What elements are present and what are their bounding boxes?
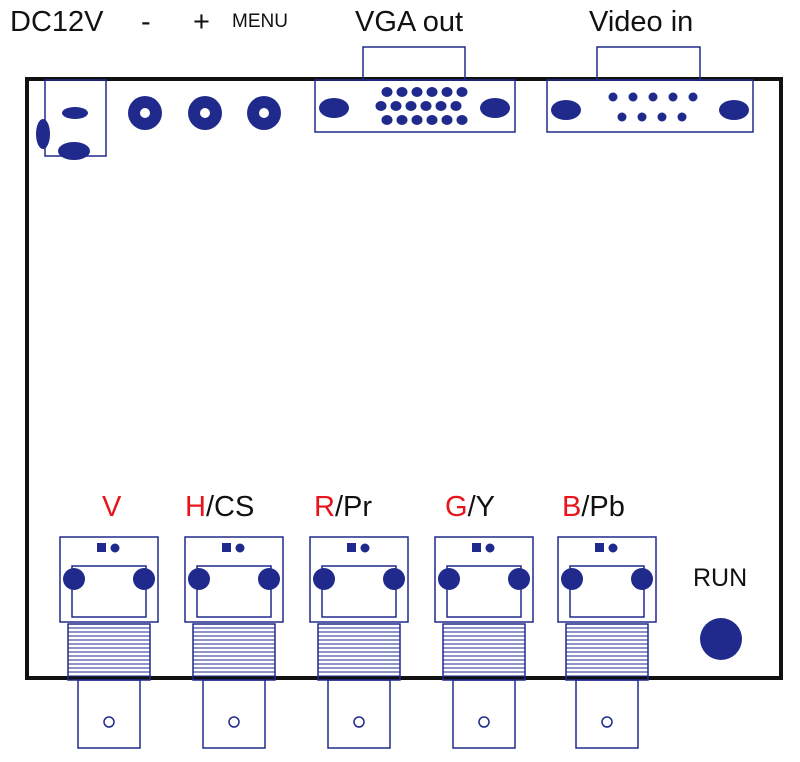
bnc-mount-right xyxy=(133,568,155,590)
vga-tab xyxy=(362,46,466,81)
bnc-plug-hole xyxy=(103,716,115,728)
bnc-letter: G xyxy=(445,491,468,523)
plus-button-center xyxy=(200,108,210,118)
bnc-suffix: /CS xyxy=(205,491,255,523)
dc12v-label: DC12V xyxy=(10,6,104,38)
bnc-window xyxy=(71,565,147,618)
bnc-label-h-cs: H/CS xyxy=(185,493,254,522)
minus-button[interactable] xyxy=(128,96,162,130)
bnc-body xyxy=(59,536,159,623)
bnc-indicator-square xyxy=(595,543,604,552)
bnc-body xyxy=(557,536,657,623)
bnc-mount-left xyxy=(188,568,210,590)
bnc-window xyxy=(196,565,272,618)
vga-pins xyxy=(375,87,468,125)
bnc-plug-hole xyxy=(601,716,613,728)
menu-label: MENU xyxy=(232,11,288,32)
minus-label: - xyxy=(141,6,151,38)
bnc-indicator-square xyxy=(97,543,106,552)
bnc-body xyxy=(434,536,534,623)
bnc-plug-hole xyxy=(478,716,490,728)
bnc-connector[interactable] xyxy=(184,536,284,749)
bnc-body xyxy=(184,536,284,623)
bnc-mount-left xyxy=(438,568,460,590)
video-in-pins xyxy=(608,92,698,122)
bnc-suffix: /Y xyxy=(467,491,495,523)
bnc-connector[interactable] xyxy=(59,536,159,749)
dc-power-jack[interactable] xyxy=(36,79,107,160)
bnc-indicator-dot xyxy=(110,543,120,553)
board-outline xyxy=(25,77,783,680)
bnc-label-g-y: G/Y xyxy=(445,493,495,522)
bnc-plug-hole xyxy=(353,716,365,728)
run-led xyxy=(700,618,742,660)
bnc-letter: V xyxy=(102,491,122,523)
dc-jack-side-pin xyxy=(36,119,50,149)
vga-shell xyxy=(314,79,516,133)
bnc-mount-left xyxy=(561,568,583,590)
bnc-label-b-pb: B/Pb xyxy=(562,493,625,522)
menu-button-center xyxy=(259,108,269,118)
video-in-label: Video in xyxy=(589,6,694,38)
bnc-mount-right xyxy=(258,568,280,590)
plus-button[interactable] xyxy=(188,96,222,130)
vga-out-label: VGA out xyxy=(355,6,464,38)
video-in-tab xyxy=(596,46,701,81)
video-in-connector[interactable] xyxy=(546,46,754,133)
bnc-suffix: /Pb xyxy=(581,491,625,523)
bnc-mount-right xyxy=(508,568,530,590)
bnc-window xyxy=(321,565,397,618)
dc-jack-center-pin xyxy=(62,107,88,119)
minus-button-center xyxy=(140,108,150,118)
bnc-plug xyxy=(327,679,391,749)
bnc-mount-right xyxy=(631,568,653,590)
bnc-letter: R xyxy=(314,491,335,523)
bnc-connectors xyxy=(59,536,657,749)
vga-screw-right xyxy=(480,98,510,118)
plus-label: + xyxy=(193,6,210,38)
bnc-plug xyxy=(575,679,639,749)
bnc-connector[interactable] xyxy=(434,536,534,749)
bnc-window xyxy=(446,565,522,618)
video-in-shell xyxy=(546,79,754,133)
bnc-body xyxy=(309,536,409,623)
bnc-indicator-dot xyxy=(235,543,245,553)
bnc-plug xyxy=(452,679,516,749)
vga-out-connector[interactable] xyxy=(314,46,516,133)
bnc-indicator-dot xyxy=(485,543,495,553)
bnc-indicator-square xyxy=(347,543,356,552)
bnc-connector[interactable] xyxy=(309,536,409,749)
bnc-connector[interactable] xyxy=(557,536,657,749)
bnc-mount-left xyxy=(63,568,85,590)
bnc-window xyxy=(569,565,645,618)
bnc-mount-right xyxy=(383,568,405,590)
bnc-plug xyxy=(77,679,141,749)
bnc-indicator-dot xyxy=(360,543,370,553)
vga-screw-left xyxy=(319,98,349,118)
bnc-letter: H xyxy=(185,491,206,523)
bnc-letter: B xyxy=(562,491,582,523)
bnc-suffix: /Pr xyxy=(334,491,373,523)
dc-jack-bottom-pin xyxy=(58,142,90,160)
menu-button[interactable] xyxy=(247,96,281,130)
bnc-indicator-square xyxy=(222,543,231,552)
bnc-label-r-pr: R/Pr xyxy=(314,493,372,522)
video-in-screw-left xyxy=(551,100,581,120)
run-label: RUN xyxy=(693,564,748,592)
bnc-mount-left xyxy=(313,568,335,590)
bnc-plug xyxy=(202,679,266,749)
bnc-indicator-dot xyxy=(608,543,618,553)
bnc-label-v: V xyxy=(102,493,121,522)
bnc-indicator-square xyxy=(472,543,481,552)
video-in-screw-right xyxy=(719,100,749,120)
bnc-plug-hole xyxy=(228,716,240,728)
